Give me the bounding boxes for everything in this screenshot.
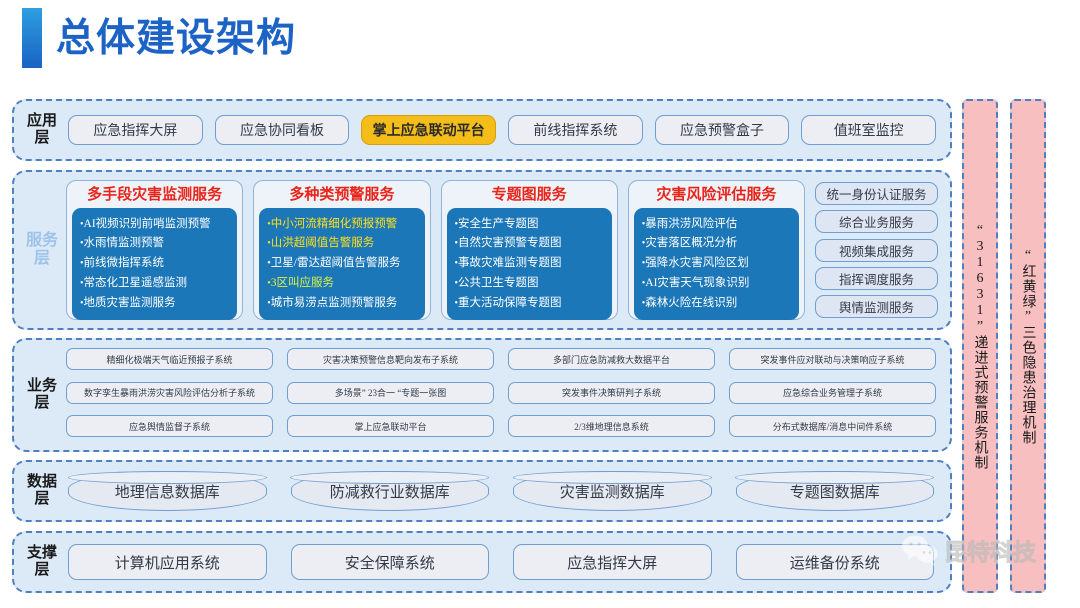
service-card-2-title: 多种类预警服务 (289, 186, 395, 203)
service-card-2-item-3: 卫星/雷达超阈值告警服务 (267, 254, 416, 274)
database-cylinder-2[interactable]: 防减救行业数据库 (290, 470, 489, 511)
business-item-1[interactable]: 精细化极端天气临近预报子系统 (66, 348, 273, 370)
support-item-1[interactable]: 计算机应用系统 (68, 544, 267, 580)
side-panel-1-label: “31631”递进式预警服务机制 (972, 222, 988, 470)
business-item-12[interactable]: 分布式数据库/消息中间件系统 (729, 415, 936, 438)
app-item-2[interactable]: 应急协同看板 (214, 115, 350, 145)
service-layer: 服务层 多手段灾害监测服务 AI视频识别前哨监测预警 水雨情监测预警 前线微指挥… (12, 170, 952, 330)
service-card-1-item-2: 水雨情监测预警 (80, 234, 229, 254)
database-cylinder-3[interactable]: 灾害监测数据库 (512, 470, 712, 511)
service-card-4-items: 暴雨洪涝风险评估 灾害落区概况分析 强降水灾害风险区划 AI灾害天气现象识别 森… (633, 207, 799, 321)
support-layer-label: 支撑层 (26, 544, 57, 578)
database-2-label: 防减救行业数据库 (329, 484, 450, 501)
service-card-2-items: 中小河流精细化预报预警 山洪超阈值告警服务 卫星/雷达超阈值告警服务 3区叫应服… (259, 207, 425, 321)
service-card-1-item-4: 常态化卫星遥感监测 (80, 274, 229, 294)
application-layer: 应用层 应急指挥大屏 应急协同看板 掌上应急联动平台 前线指挥系统 应急预警盒子… (12, 99, 952, 161)
data-layer: 数据层 地理信息数据库 防减救行业数据库 灾害监测数据库 专题图数据库 (12, 460, 952, 522)
service-layer-label: 服务层 (25, 232, 58, 267)
application-layer-items: 应急指挥大屏 应急协同看板 掌上应急联动平台 前线指挥系统 应急预警盒子 值班室… (62, 101, 950, 159)
support-layer-items: 计算机应用系统 安全保障系统 应急指挥大屏 运维备份系统 (62, 533, 950, 591)
service-card-3-item-5: 重大活动保障专题图 (455, 294, 604, 314)
data-layer-label: 数据层 (26, 473, 57, 507)
service-card-4-title: 灾害风险评估服务 (656, 186, 777, 203)
service-card-1-title: 多手段灾害监测服务 (87, 186, 223, 203)
service-card-1-item-1: AI视频识别前哨监测预警 (80, 215, 229, 235)
business-item-4[interactable]: 突发事件应对联动与决策响应子系统 (729, 348, 936, 370)
data-layer-items: 地理信息数据库 防减救行业数据库 灾害监测数据库 专题图数据库 (62, 462, 950, 520)
service-card-2-item-1: 中小河流精细化预报预警 (267, 215, 416, 235)
database-cylinder-4[interactable]: 专题图数据库 (735, 470, 934, 511)
service-card-3-title: 专题图服务 (491, 186, 567, 203)
title-accent-bar (22, 8, 42, 68)
side-panel-hazard-mechanism: “红黄绿”三色隐患治理机制 (1010, 99, 1046, 593)
service-support-stack: 统一身份认证服务 综合业务服务 视频集成服务 指挥调度服务 舆情监测服务 (815, 180, 938, 320)
page-title: 总体建设架构 (56, 16, 297, 60)
app-item-1[interactable]: 应急指挥大屏 (68, 115, 203, 145)
service-card-4-item-5: 森林火险在线识别 (642, 294, 791, 314)
service-card-3-item-2: 自然灾害预警专题图 (455, 234, 604, 254)
service-card-2-item-4: 3区叫应服务 (267, 274, 416, 294)
business-item-3[interactable]: 多部门应急防减救大数据平台 (508, 348, 715, 370)
service-card-1-item-5: 地质灾害监测服务 (80, 294, 229, 314)
business-item-9[interactable]: 应急舆情监督子系统 (66, 415, 273, 438)
support-item-4[interactable]: 运维备份系统 (735, 544, 934, 580)
app-item-4[interactable]: 前线指挥系统 (508, 115, 643, 145)
business-item-11[interactable]: 2/3维地理信息系统 (508, 415, 715, 438)
service-card-4-item-4: AI灾害天气现象识别 (642, 274, 791, 294)
service-card-2[interactable]: 多种类预警服务 中小河流精细化预报预警 山洪超阈值告警服务 卫星/雷达超阈值告警… (253, 180, 431, 321)
service-card-4-item-3: 强降水灾害风险区划 (642, 254, 791, 274)
service-card-3-items: 安全生产专题图 自然灾害预警专题图 事故灾难监测专题图 公共卫生专题图 重大活动… (446, 207, 612, 321)
business-layer-label: 业务层 (26, 377, 57, 411)
business-layer: 业务层 精细化极端天气临近预报子系统 灾害决策预警信息靶向发布子系统 多部门应急… (12, 338, 952, 452)
database-1-label: 地理信息数据库 (114, 484, 220, 501)
service-card-1[interactable]: 多手段灾害监测服务 AI视频识别前哨监测预警 水雨情监测预警 前线微指挥系统 常… (66, 180, 244, 321)
support-item-2[interactable]: 安全保障系统 (290, 544, 489, 580)
service-card-4-item-2: 灾害落区概况分析 (642, 234, 791, 254)
business-item-7[interactable]: 突发事件决策研判子系统 (508, 381, 715, 404)
service-card-4[interactable]: 灾害风险评估服务 暴雨洪涝风险评估 灾害落区概况分析 强降水灾害风险区划 AI灾… (627, 180, 805, 321)
app-item-3-highlighted[interactable]: 掌上应急联动平台 (361, 115, 497, 145)
database-4-label: 专题图数据库 (789, 484, 880, 501)
service-stack-item-4[interactable]: 指挥调度服务 (815, 266, 938, 290)
business-item-6[interactable]: 多场景” 23合一 “专题一张图 (287, 381, 494, 404)
service-card-2-item-5: 城市易涝点监测预警服务 (267, 294, 416, 314)
business-item-10[interactable]: 掌上应急联动平台 (287, 415, 494, 438)
service-stack-item-3[interactable]: 视频集成服务 (815, 238, 938, 262)
database-cylinder-1[interactable]: 地理信息数据库 (67, 470, 267, 511)
service-stack-item-5[interactable]: 舆情监测服务 (815, 295, 938, 318)
service-stack-item-2[interactable]: 综合业务服务 (815, 210, 938, 234)
service-card-2-item-2: 山洪超阈值告警服务 (267, 234, 416, 254)
service-card-3-item-1: 安全生产专题图 (455, 215, 604, 235)
service-card-3-item-4: 公共卫生专题图 (455, 274, 604, 294)
business-layer-items: 精细化极端天气临近预报子系统 灾害决策预警信息靶向发布子系统 多部门应急防减救大… (62, 340, 950, 450)
service-card-1-items: AI视频识别前哨监测预警 水雨情监测预警 前线微指挥系统 常态化卫星遥感监测 地… (72, 207, 238, 321)
business-item-8[interactable]: 应急综合业务管理子系统 (729, 381, 936, 404)
application-layer-label: 应用层 (26, 112, 57, 146)
side-panel-warning-mechanism: “31631”递进式预警服务机制 (962, 99, 998, 593)
service-card-4-item-1: 暴雨洪涝风险评估 (642, 215, 791, 235)
support-layer: 支撑层 计算机应用系统 安全保障系统 应急指挥大屏 运维备份系统 (12, 531, 952, 593)
business-item-5[interactable]: 数字孪生暴雨洪涝灾害风险评估分析子系统 (66, 381, 273, 404)
support-item-3[interactable]: 应急指挥大屏 (513, 544, 712, 580)
database-3-label: 灾害监测数据库 (559, 484, 665, 501)
side-panel-2-label: “红黄绿”三色隐患治理机制 (1020, 247, 1036, 445)
service-layer-body: 多手段灾害监测服务 AI视频识别前哨监测预警 水雨情监测预警 前线微指挥系统 常… (62, 172, 950, 328)
service-stack-item-1[interactable]: 统一身份认证服务 (815, 182, 938, 205)
app-item-5[interactable]: 应急预警盒子 (654, 115, 790, 145)
page-header: 总体建设架构 (22, 8, 296, 68)
service-card-3[interactable]: 专题图服务 安全生产专题图 自然灾害预警专题图 事故灾难监测专题图 公共卫生专题… (440, 180, 618, 321)
business-item-2[interactable]: 灾害决策预警信息靶向发布子系统 (287, 348, 494, 370)
app-item-6[interactable]: 值班室监控 (801, 115, 937, 145)
service-card-3-item-3: 事故灾难监测专题图 (455, 254, 604, 274)
service-card-1-item-3: 前线微指挥系统 (80, 254, 229, 274)
